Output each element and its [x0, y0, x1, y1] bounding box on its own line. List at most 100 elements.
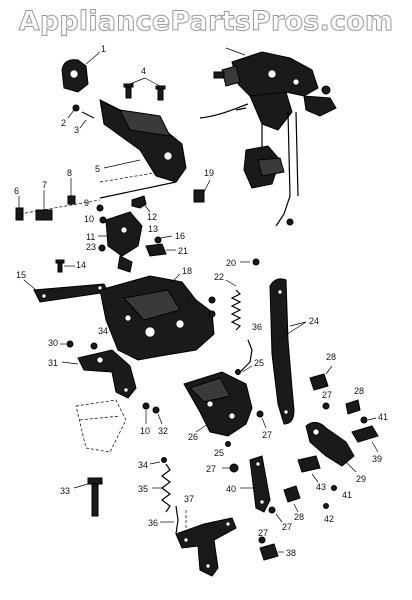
- label-27e: 27: [258, 528, 268, 538]
- label-37: 37: [184, 494, 194, 504]
- label-25b: 25: [214, 448, 224, 458]
- part-35-spring: 35: [138, 463, 171, 513]
- part-27-washer-b: [229, 463, 239, 473]
- part-30-screw: [66, 340, 74, 348]
- label-24: 24: [309, 316, 319, 326]
- part-31-arm: 31: [48, 349, 137, 399]
- label-25a: 25: [254, 358, 264, 368]
- label-36b: 36: [148, 518, 158, 528]
- part-34-washer-lower: [161, 457, 167, 463]
- part-34-washer-upper: [90, 342, 98, 350]
- part-22-spring: 22: [214, 272, 242, 331]
- label-17: 17: [186, 308, 196, 318]
- label-21: 21: [178, 246, 188, 256]
- label-6: 6: [14, 186, 19, 196]
- part-27-washer-a: [256, 410, 264, 418]
- label-15: 15: [16, 270, 26, 280]
- label-43: 43: [316, 482, 326, 492]
- part-40-link: 40: [226, 455, 271, 513]
- part-1-bracket: 1: [61, 44, 106, 93]
- part-39-pin: 39: [351, 425, 382, 464]
- part-42-nut: [323, 503, 329, 509]
- label-9: 9: [84, 198, 89, 208]
- label-12: 12: [147, 212, 157, 222]
- label-20: 20: [226, 258, 236, 268]
- label-7: 7: [42, 180, 47, 190]
- label-35: 35: [138, 484, 148, 494]
- label-2: 2: [61, 118, 66, 128]
- part-6-bushing: [15, 207, 24, 221]
- part-8-washer: [67, 195, 76, 205]
- part-32-screw: [152, 406, 160, 414]
- label-8: 8: [67, 168, 72, 178]
- part-19-bolt: 19: [193, 168, 214, 203]
- part-5-rod: [99, 181, 177, 199]
- label-10b: 10: [140, 426, 150, 436]
- part-36-wire-upper: [239, 339, 253, 373]
- label-30: 30: [48, 338, 58, 348]
- part-27-washer-c: [322, 402, 330, 410]
- part-27-washer-d: [268, 506, 276, 514]
- part-41-screw-upper: [360, 416, 368, 424]
- shaft-dashed-line: [19, 199, 101, 215]
- faint-part-left: [75, 399, 127, 453]
- part-2-nut: [72, 104, 80, 112]
- part-7-spacer: [35, 209, 53, 221]
- label-42: 42: [324, 514, 334, 524]
- part-11-bracket: 11: [86, 211, 143, 273]
- part-20-clip: [252, 258, 260, 266]
- part-14-screw: 14: [55, 259, 86, 273]
- label-22: 22: [214, 272, 224, 282]
- part-26-bracket: 26: [183, 371, 253, 442]
- label-38: 38: [286, 548, 296, 558]
- part-12-thumb-screw: 12: [131, 195, 157, 222]
- part-9-screw: [96, 204, 104, 212]
- part-43-bushing: 43: [297, 455, 326, 492]
- part-10-washer: [99, 216, 107, 224]
- label-39: 39: [372, 454, 382, 464]
- part-25-screw-lower: [225, 441, 231, 447]
- label-23: 23: [86, 242, 96, 252]
- part-5-shaft-assembly: 5: [95, 99, 187, 183]
- label-41a: 41: [378, 412, 388, 422]
- label-5: 5: [95, 164, 100, 174]
- label-14: 14: [76, 260, 86, 270]
- label-36a: 36: [252, 322, 262, 332]
- label-33: 33: [60, 486, 70, 496]
- label-28c: 28: [294, 512, 304, 522]
- label-27b: 27: [206, 464, 216, 474]
- part-15-link: 15: [16, 270, 109, 303]
- part-28-nut-upper: 28: [309, 352, 336, 391]
- label-1: 1: [101, 44, 106, 54]
- part-33-bolt: 33: [60, 477, 103, 517]
- part-4-screws: 4: [123, 66, 166, 101]
- label-34a: 34: [98, 326, 108, 336]
- label-13: 13: [148, 224, 158, 234]
- label-34b: 34: [138, 460, 148, 470]
- part-17-washer: [208, 310, 216, 318]
- part-25-screw-upper: [235, 369, 241, 375]
- part-28-nut-lower: 28: [283, 485, 304, 522]
- label-32: 32: [158, 426, 168, 436]
- part-28-nut-right: 28: [345, 386, 364, 415]
- part-29-crank: 29: [305, 422, 366, 484]
- label-19: 19: [204, 168, 214, 178]
- label-4: 4: [141, 66, 146, 76]
- watermark-text: AppliancePartsPros.com: [18, 6, 394, 38]
- label-28b: 28: [354, 386, 364, 396]
- label-18: 18: [182, 266, 192, 276]
- label-41b: 41: [342, 490, 352, 500]
- label-31: 31: [48, 358, 58, 368]
- part-16-screw-lower: [208, 296, 216, 304]
- part-18-main-frame: 18: [99, 266, 215, 361]
- label-40: 40: [226, 484, 236, 494]
- part-16-screw-upper: [154, 236, 162, 244]
- label-27c: 27: [322, 390, 332, 400]
- upper-right-mechanism: [199, 47, 337, 227]
- label-11a: 11: [86, 232, 95, 242]
- label-28a: 28: [326, 352, 336, 362]
- label-26: 26: [188, 432, 198, 442]
- part-37-bottom-arm: [175, 510, 237, 577]
- part-21-plate: [145, 243, 167, 257]
